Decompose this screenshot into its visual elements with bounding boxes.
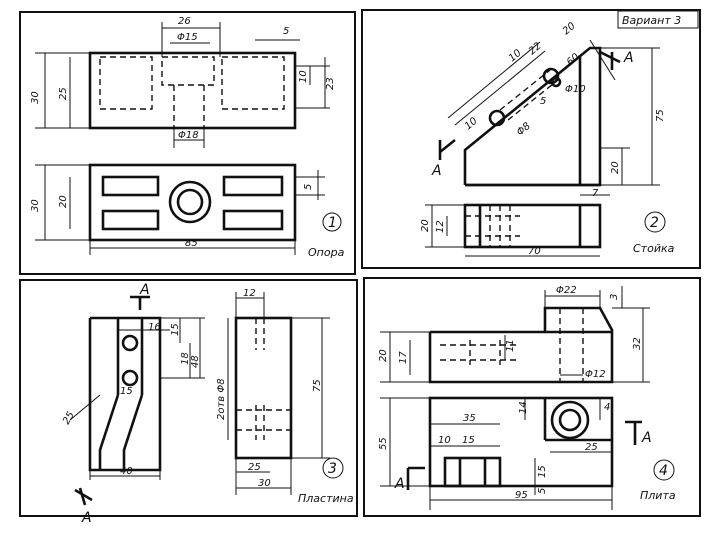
p4-number: 4 [659,463,668,479]
p3-dim-30: 30 [258,478,271,489]
p1-dim-26: 26 [178,16,191,27]
p2-dim-75: 75 [655,109,666,122]
p3-dim-2holes: 2отв Φ8 [216,378,227,420]
p1-dim-phi18: Φ18 [178,130,199,141]
p4-dim-5: 5 [537,488,548,494]
p2-dim-10b: 10 [463,116,480,133]
p1-dim-30-top: 30 [30,199,41,212]
p3-name: Пластина [298,492,354,505]
p4-dim-25: 25 [585,442,598,453]
panel-4: Φ22 3 32 20 17 11 Φ12 35 10 15 14 4 55 [378,285,676,510]
p4-section-a-right: A [641,430,652,446]
p1-dim-85: 85 [185,238,198,249]
p4-dim-10: 10 [438,435,451,446]
p3-section-a-bottom: A [81,510,92,526]
p1-dim-23: 23 [325,77,336,90]
p4-dim-3: 3 [609,294,620,300]
p3-dim-40: 40 [120,466,133,477]
p2-dim-20b: 20 [610,161,621,174]
variant-label: Вариант 3 [622,14,681,27]
p4-dim-phi22: Φ22 [556,285,577,296]
p1-number: 1 [328,215,337,231]
panel-1: 26 Φ15 5 30 25 10 23 Φ18 30 20 5 85 1 Оп… [30,16,345,259]
p1-dim-5: 5 [283,26,289,37]
p4-dim-55: 55 [378,437,389,450]
p2-name: Стойка [633,242,675,255]
p4-dim-32: 32 [632,337,643,350]
p3-dim-15: 15 [170,323,181,336]
p3-dim-75: 75 [312,379,323,392]
p2-dim-10: 10 [507,48,524,65]
p2-dim-20: 20 [561,21,578,38]
p2-section-a-top: A [623,50,634,66]
p2-dim-5: 5 [540,96,546,107]
p3-dim-16: 16 [148,322,161,333]
p3-dim-18: 18 [180,352,191,365]
p4-dim-95: 95 [515,490,528,501]
p4-dim-phi12: Φ12 [585,369,606,380]
p3-dim-15b: 15 [120,386,133,397]
p3-number: 3 [328,461,337,477]
p1-dim-25: 25 [58,87,69,100]
p1-dim-5-top: 5 [303,184,314,190]
p4-section-a-left: A [394,476,405,492]
p4-dim-20: 20 [378,349,389,362]
panel-1-frame [19,11,356,275]
p4-dim-15b: 15 [537,465,548,478]
p4-dim-4: 4 [604,402,610,413]
p4-dim-17: 17 [398,351,409,364]
p3-dim-25: 25 [61,410,77,427]
p3-dim-48: 48 [190,355,201,368]
p2-dim-7: 7 [592,188,599,199]
p1-dim-30: 30 [30,91,41,104]
p4-dim-35: 35 [463,413,476,424]
panel-3: 16 15 18 48 15 25 40 A A 12 2отв Φ8 [61,282,354,526]
p1-name: Опора [308,246,345,259]
panel-2: Вариант 3 10 22 20 60 Φ10 Φ8 5 10 75 20 … [420,10,699,257]
p2-dim-phi8: Φ8 [515,121,533,139]
panel-3-frame [19,279,358,517]
p2-dim-70: 70 [528,246,541,257]
p4-dim-15: 15 [462,435,475,446]
p2-dim-phi10: Φ10 [565,84,586,95]
p1-dim-10: 10 [298,70,309,83]
p4-dim-11: 11 [505,339,516,352]
p4-name: Плита [640,489,676,502]
p3-dim-25b: 25 [248,462,261,473]
panel-2-frame [361,9,701,269]
p3-dim-12: 12 [243,288,256,299]
p1-dim-phi15: Φ15 [177,32,198,43]
p2-dim-22: 22 [527,41,544,58]
p2-dim-12: 12 [435,220,446,233]
p2-dim-20c: 20 [420,219,431,232]
p4-dim-14: 14 [518,401,529,414]
p2-number: 2 [650,215,659,231]
p3-section-a-top: A [139,282,150,298]
panel-4-frame [363,277,701,517]
p2-section-a-bottom: A [431,163,442,179]
p1-dim-20: 20 [58,195,69,208]
